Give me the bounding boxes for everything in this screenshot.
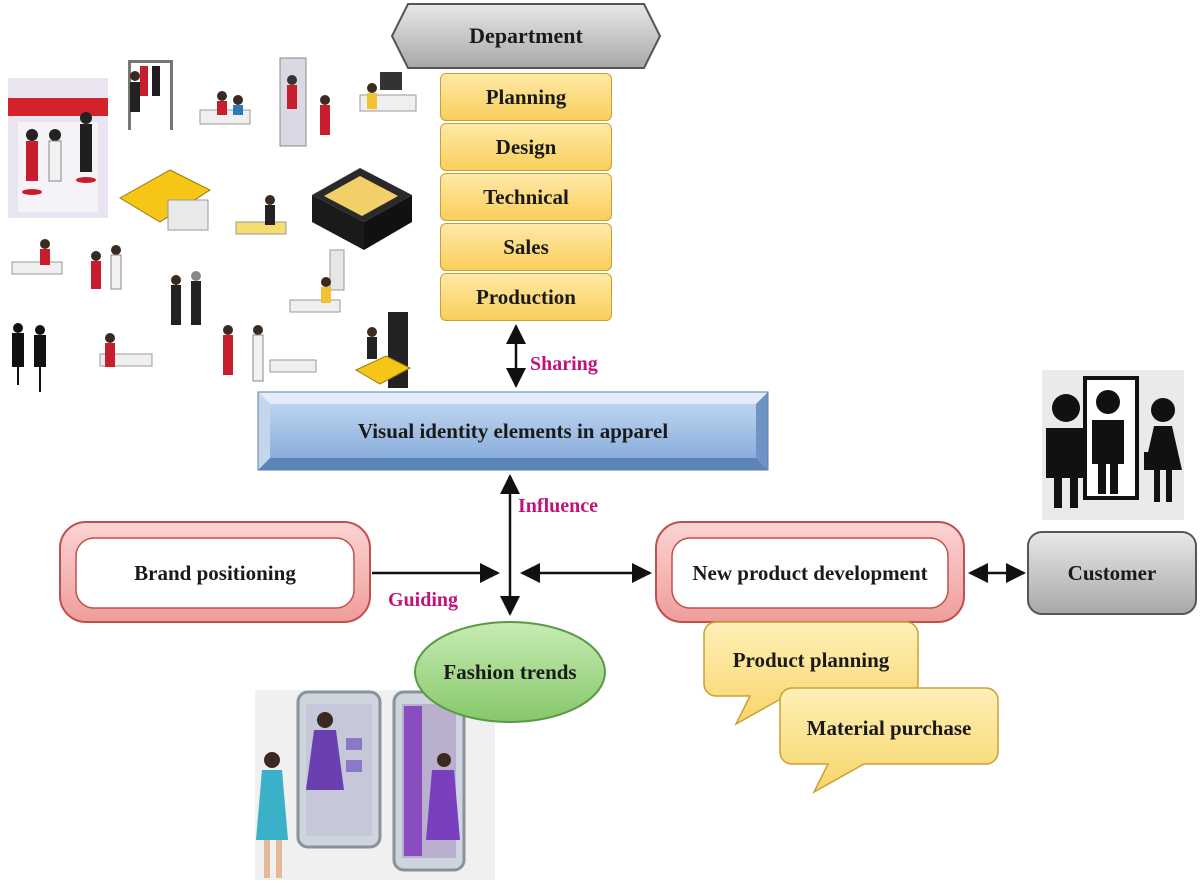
customer-box-shape: [1027, 531, 1197, 615]
customer-label: Customer: [1067, 560, 1157, 585]
department-title: Department: [469, 23, 583, 48]
material-purchase-callout-shape: [779, 687, 999, 794]
department-item-sales: Sales: [440, 223, 612, 271]
department-item-planning: Planning: [440, 73, 612, 121]
brand-positioning-label: Brand positioning: [134, 560, 296, 585]
influence-label: Influence: [518, 494, 598, 517]
central-box-label: Visual identity elements in apparel: [357, 418, 669, 443]
new-product-development-label: New product development: [692, 560, 928, 585]
fashion-studio-illustration: [8, 57, 417, 392]
product-planning-callout-shape: [703, 621, 919, 726]
department-item-technical: Technical: [440, 173, 612, 221]
fashion-trends-shape: [414, 621, 606, 723]
virtual-fitting-illustration: [255, 690, 495, 880]
sharing-label: Sharing: [530, 352, 598, 375]
material-purchase-label: Material purchase: [806, 715, 972, 740]
central-box-shape: [257, 391, 769, 471]
fashion-trends-label: Fashion trends: [443, 659, 577, 684]
department-item-design: Design: [440, 123, 612, 171]
department-item-production: Production: [440, 273, 612, 321]
department-header-shape: [390, 3, 662, 69]
customer-illustration: [1042, 370, 1184, 520]
product-planning-label: Product planning: [732, 647, 890, 672]
guiding-label: Guiding: [388, 588, 459, 611]
